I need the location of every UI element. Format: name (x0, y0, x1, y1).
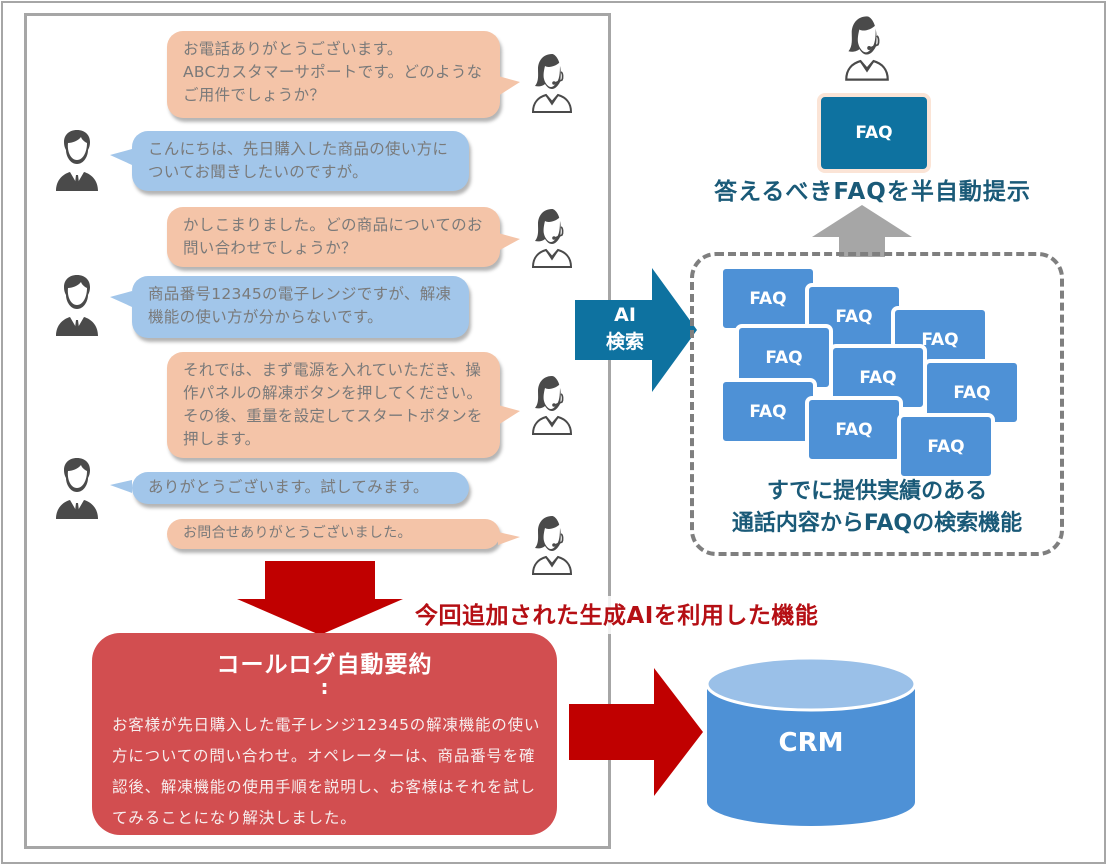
operator-icon (528, 372, 576, 438)
operator-bubble: お電話ありがとうございます。 ABCカスタマーサポートです。どのようなご用件でし… (167, 31, 500, 118)
summary-colon: : (320, 675, 329, 699)
faq-card: FAQ (719, 378, 817, 445)
summarize-arrow (237, 561, 403, 635)
added-feature-label: 今回追加された生成AIを利用した機能 (405, 596, 829, 634)
bubble-text: ありがとうございます。試してみます。 (148, 478, 429, 496)
call-log-summary-box: コールログ自動要約 : お客様が先日購入した電子レンジ12345の解凍機能の使い… (92, 633, 557, 835)
operator-icon (528, 50, 576, 116)
operator-bubble: お問合せありがとうございました。 (167, 519, 500, 549)
bubble-tail (110, 291, 132, 307)
customer-bubble: 商品番号12345の電子レンジですが、解凍機能の使い方が分からないです。 (132, 276, 469, 338)
crm-arrow (569, 668, 703, 796)
customer-bubble: こんにちは、先日購入した商品の使い方についてお聞きしたいのですが。 (132, 131, 469, 191)
bubble-text: それでは、まず電源を入れていただき、操作パネルの解凍ボタンを押してください。その… (183, 361, 483, 448)
customer-bubble: ありがとうございます。試してみます。 (132, 472, 469, 504)
summary-title: コールログ自動要約 (216, 652, 433, 678)
faq-search-caption-line2: 通話内容からFAQの検索機能 (731, 511, 1023, 536)
operator-icon (840, 12, 894, 84)
bubble-tail (498, 233, 520, 251)
conversation-panel (24, 13, 611, 849)
faq-card: FAQ (719, 265, 817, 332)
ai-search-line2: 検索 (605, 331, 644, 353)
faq-search-caption-line1: すでに提供実績のある (766, 479, 988, 504)
ai-search-label: AI 検索 (585, 302, 665, 356)
operator-icon (528, 205, 576, 271)
faq-card: FAQ (805, 396, 903, 463)
crm-label: CRM (778, 728, 844, 758)
operator-icon (528, 512, 576, 578)
bubble-tail (110, 149, 132, 165)
faq-card: FAQ (897, 413, 995, 480)
operator-bubble: かしこまりました。どの商品についてのお問い合わせでしょうか？ (167, 207, 500, 267)
answer-caption: 答えるべきFAQを半自動提示 (714, 179, 1031, 205)
ai-search-line1: AI (614, 304, 636, 326)
faq-search-group (690, 252, 1064, 556)
summary-text: お客様が先日購入した電子レンジ12345の解凍機能の使い方についての問い合わせ。… (112, 716, 541, 827)
ai-search-arrow (575, 268, 697, 392)
operator-bubble: それでは、まず電源を入れていただき、操作パネルの解凍ボタンを押してください。その… (167, 352, 500, 458)
crm-database-icon (705, 656, 917, 826)
bubble-text: かしこまりました。どの商品についてのお問い合わせでしょうか？ (183, 216, 483, 257)
bubble-tail (498, 405, 520, 425)
customer-icon (53, 455, 101, 521)
bubble-text: 商品番号12345の電子レンジですが、解凍機能の使い方が分からないです。 (148, 285, 452, 326)
bubble-tail (110, 480, 132, 493)
customer-icon (53, 127, 101, 193)
bubble-tail (498, 532, 520, 545)
bubble-tail (498, 76, 520, 96)
customer-icon (53, 272, 101, 338)
bubble-text: こんにちは、先日購入した商品の使い方についてお聞きしたいのですが。 (148, 140, 449, 181)
bubble-text: お問合せありがとうございました。 (183, 525, 412, 541)
faq-search-caption: すでに提供実績のある 通話内容からFAQの検索機能 (690, 476, 1064, 540)
faq-up-arrow (812, 205, 912, 257)
suggested-faq-card: FAQ (817, 93, 931, 173)
bubble-text: お電話ありがとうございます。 ABCカスタマーサポートです。どのようなご用件でし… (183, 40, 483, 104)
